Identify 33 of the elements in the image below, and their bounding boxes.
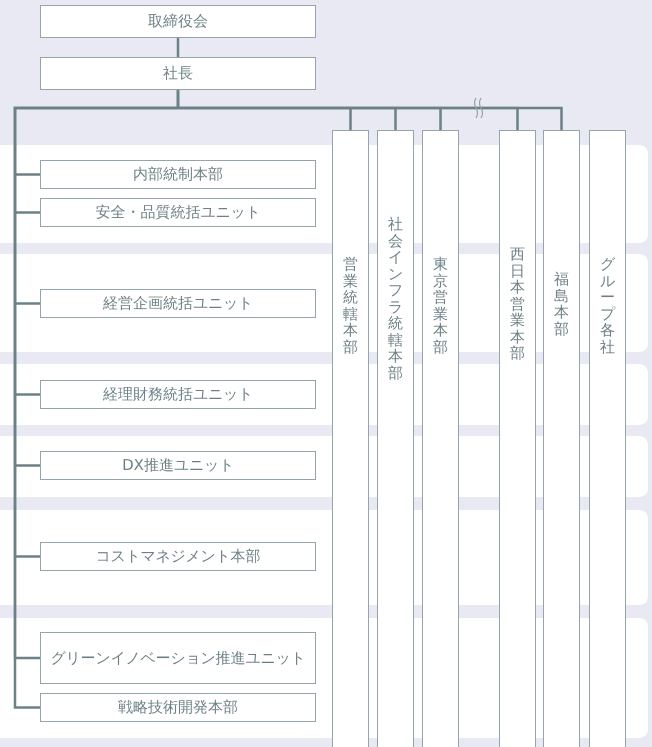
department-label: 福島本部 <box>554 271 569 337</box>
department-label: 経営企画統括ユニット <box>103 293 253 314</box>
department-label: 社会インフラ統轄本部 <box>388 216 403 381</box>
column-box <box>543 130 580 747</box>
department-box <box>40 160 316 189</box>
department-label: コストマネジメント本部 <box>96 546 260 567</box>
connector-line <box>176 38 180 57</box>
department-label: DX推進ユニット <box>122 455 234 476</box>
department-label: 東京営業本部 <box>433 256 448 355</box>
department-box <box>40 632 316 684</box>
department-label: 社長 <box>163 63 193 84</box>
department-label: 内部統制本部 <box>133 164 223 185</box>
department-box <box>40 380 316 409</box>
department-label: 取締役会 <box>148 11 208 32</box>
department-label: グリーンイノベーション推進ユニット <box>50 648 306 668</box>
department-box <box>40 198 316 227</box>
department-label: 安全・品質統括ユニット <box>96 202 260 223</box>
column-box <box>332 130 369 747</box>
column-box <box>589 130 626 747</box>
department-box <box>40 693 316 722</box>
department-label: 営業統轄本部 <box>343 256 358 355</box>
department-box <box>40 451 316 480</box>
department-box <box>40 542 316 571</box>
department-label: 経理財務統括ユニット <box>103 384 253 405</box>
department-box <box>40 5 316 38</box>
department-box <box>40 289 316 318</box>
column-box <box>499 130 536 747</box>
column-box <box>377 130 414 747</box>
department-box <box>40 57 316 90</box>
column-box <box>422 130 459 747</box>
department-label: 西日本営業本部 <box>510 246 525 362</box>
department-label: グループ各社 <box>600 256 615 355</box>
department-label: 戦略技術開発本部 <box>118 697 238 718</box>
